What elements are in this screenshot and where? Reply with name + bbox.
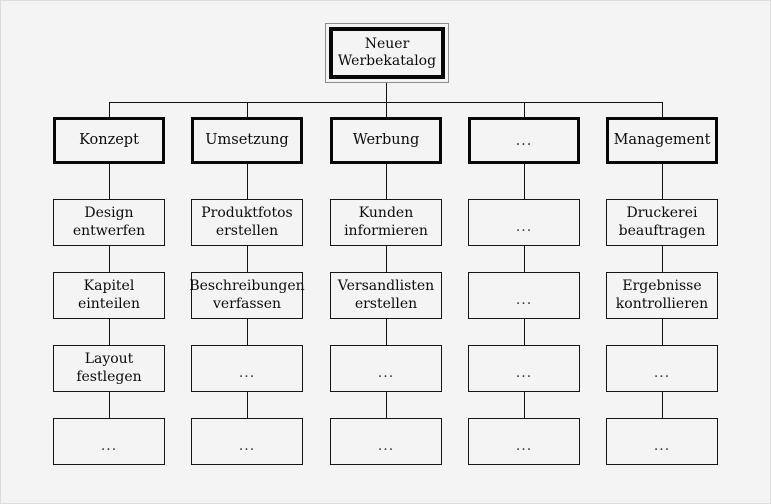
connector-col4-seg1	[524, 164, 525, 199]
connector-bus-drop-5	[662, 102, 663, 117]
connector-col5-seg2	[662, 246, 663, 272]
node-task-c5-r2[interactable]: Ergebnisse kontrollieren	[606, 272, 718, 319]
node-task-c2-r2-line1: Beschreibungen	[189, 278, 305, 295]
node-task-c1-r2-line2: einteilen	[78, 295, 140, 312]
node-task-c2-r2-line2: verfassen	[212, 295, 282, 312]
connector-col2-seg4	[247, 392, 248, 418]
node-task-c2-r4-line1: ...	[238, 437, 256, 454]
node-task-c2-r1[interactable]: Produktfotos erstellen	[191, 199, 303, 246]
node-root-line2: Werbekatalog	[337, 53, 437, 69]
node-task-c2-r4[interactable]: ...	[191, 418, 303, 465]
node-root-line1: Neuer	[364, 35, 410, 52]
node-task-c1-r1-line1: Design	[84, 205, 134, 222]
connector-col1-seg1	[109, 164, 110, 199]
node-task-c1-r3[interactable]: Layout festlegen	[53, 345, 165, 392]
node-branch-konzept[interactable]: Konzept	[53, 117, 165, 164]
connector-root-stem	[386, 83, 387, 102]
node-task-c4-r2-line1: ...	[515, 291, 533, 308]
connector-col4-seg3	[524, 319, 525, 345]
node-branch-umsetzung-label: Umsetzung	[205, 131, 289, 148]
connector-col2-seg1	[247, 164, 248, 199]
node-task-c5-r3[interactable]: ...	[606, 345, 718, 392]
node-branch-werbung-label: Werbung	[352, 131, 420, 148]
node-task-c5-r1[interactable]: Druckerei beauftragen	[606, 199, 718, 246]
node-task-c3-r1-line2: informieren	[344, 222, 428, 239]
node-task-c4-r4-line1: ...	[515, 437, 533, 454]
connector-bus-drop-2	[247, 102, 248, 117]
node-task-c4-r3[interactable]: ...	[468, 345, 580, 392]
node-branch-placeholder[interactable]: ...	[468, 117, 580, 164]
node-task-c4-r2[interactable]: ...	[468, 272, 580, 319]
connector-col3-seg1	[386, 164, 387, 199]
connector-col4-seg2	[524, 246, 525, 272]
node-branch-management-label: Management	[613, 131, 711, 148]
node-task-c1-r3-line2: festlegen	[76, 368, 142, 385]
node-task-c3-r1[interactable]: Kunden informieren	[330, 199, 442, 246]
node-task-c3-r1-line1: Kunden	[358, 205, 414, 222]
connector-col3-seg2	[386, 246, 387, 272]
node-branch-werbung[interactable]: Werbung	[330, 117, 442, 164]
node-task-c5-r2-line1: Ergebnisse	[622, 278, 702, 295]
connector-col5-seg1	[662, 164, 663, 199]
node-task-c5-r2-line2: kontrollieren	[615, 295, 709, 312]
connector-col1-seg4	[109, 392, 110, 418]
node-task-c5-r1-line1: Druckerei	[626, 205, 698, 222]
node-branch-konzept-label: Konzept	[79, 131, 139, 148]
connector-col4-seg4	[524, 392, 525, 418]
connector-col2-seg2	[247, 246, 248, 272]
connector-horizontal-bus	[109, 102, 662, 103]
node-task-c3-r2[interactable]: Versandlisten erstellen	[330, 272, 442, 319]
node-task-c2-r2[interactable]: Beschreibungen verfassen	[189, 272, 305, 319]
node-branch-umsetzung[interactable]: Umsetzung	[191, 117, 303, 164]
connector-col2-seg3	[247, 319, 248, 345]
node-task-c1-r1[interactable]: Design entwerfen	[53, 199, 165, 246]
node-task-c4-r1[interactable]: ...	[468, 199, 580, 246]
connector-col5-seg3	[662, 319, 663, 345]
node-task-c2-r1-line1: Produktfotos	[201, 205, 293, 222]
node-branch-placeholder-label: ...	[515, 133, 533, 150]
node-task-c1-r4-line1: ...	[100, 437, 118, 454]
node-branch-management[interactable]: Management	[606, 117, 718, 164]
node-task-c5-r1-line2: beauftragen	[618, 222, 706, 239]
node-task-c2-r1-line2: erstellen	[215, 222, 279, 239]
node-task-c4-r1-line1: ...	[515, 218, 533, 235]
node-task-c1-r1-line2: entwerfen	[72, 222, 146, 239]
connector-col1-seg2	[109, 246, 110, 272]
node-task-c3-r4[interactable]: ...	[330, 418, 442, 465]
node-task-c3-r2-line2: erstellen	[354, 295, 418, 312]
connector-col3-seg4	[386, 392, 387, 418]
connector-bus-drop-4	[524, 102, 525, 117]
node-root[interactable]: Neuer Werbekatalog	[325, 23, 449, 83]
connector-col3-seg3	[386, 319, 387, 345]
connector-bus-drop-1	[109, 102, 110, 117]
node-task-c1-r4[interactable]: ...	[53, 418, 165, 465]
node-task-c5-r4[interactable]: ...	[606, 418, 718, 465]
node-task-c3-r2-line1: Versandlisten	[337, 278, 435, 295]
node-task-c3-r3-line1: ...	[377, 364, 395, 381]
node-task-c5-r4-line1: ...	[653, 437, 671, 454]
node-task-c2-r3[interactable]: ...	[191, 345, 303, 392]
node-root-inner: Neuer Werbekatalog	[329, 27, 445, 79]
node-task-c3-r4-line1: ...	[377, 437, 395, 454]
node-task-c1-r2[interactable]: Kapitel einteilen	[53, 272, 165, 319]
node-task-c4-r3-line1: ...	[515, 364, 533, 381]
node-task-c2-r3-line1: ...	[238, 364, 256, 381]
node-task-c3-r3[interactable]: ...	[330, 345, 442, 392]
node-task-c1-r2-line1: Kapitel	[83, 278, 135, 295]
node-task-c1-r3-line1: Layout	[84, 351, 134, 368]
node-task-c4-r4[interactable]: ...	[468, 418, 580, 465]
connector-col5-seg4	[662, 392, 663, 418]
node-task-c5-r3-line1: ...	[653, 364, 671, 381]
connector-bus-drop-3	[386, 102, 387, 117]
connector-col1-seg3	[109, 319, 110, 345]
